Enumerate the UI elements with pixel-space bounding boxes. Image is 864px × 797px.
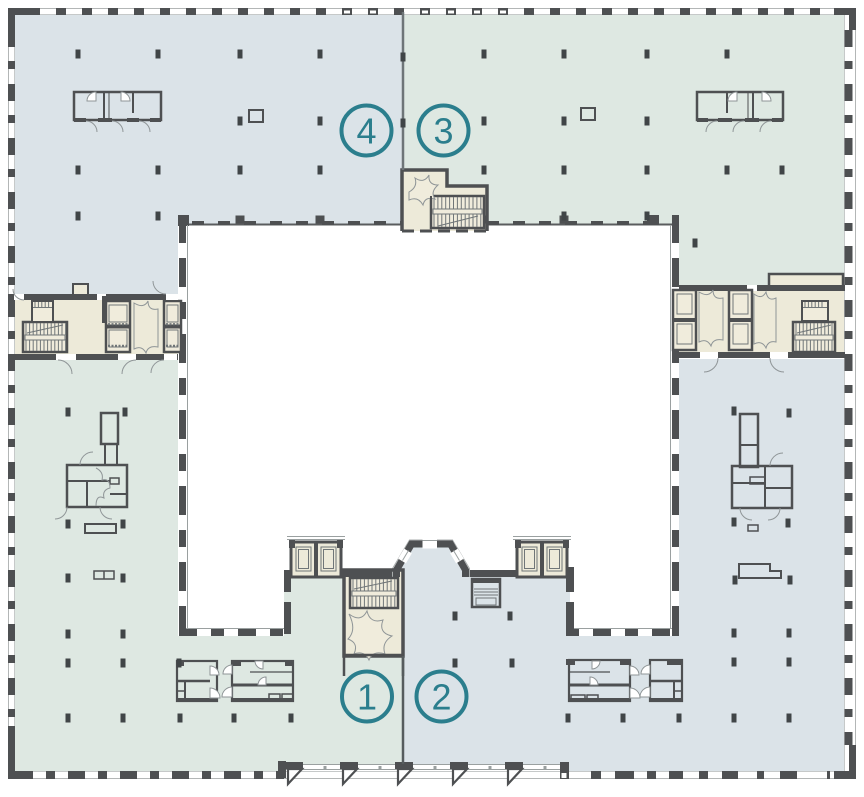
svg-text:4: 4: [356, 111, 376, 152]
svg-text:2: 2: [431, 677, 451, 718]
svg-text:1: 1: [357, 677, 377, 718]
svg-text:3: 3: [433, 111, 453, 152]
